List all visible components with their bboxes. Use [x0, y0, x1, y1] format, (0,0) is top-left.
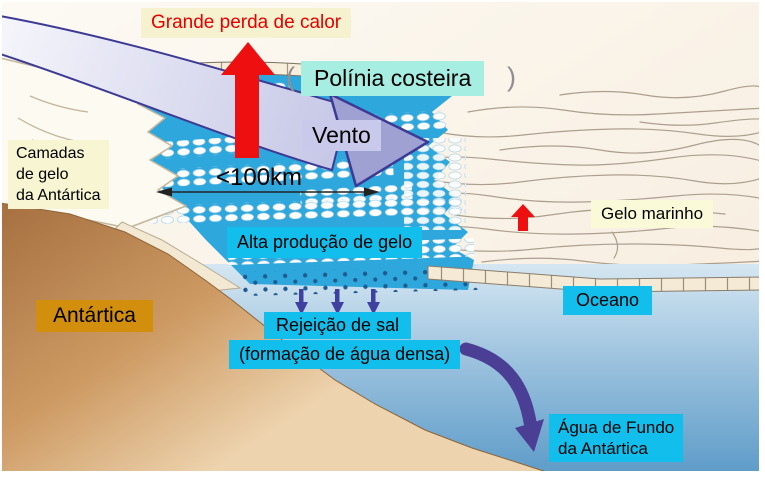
heat-loss-label: Grande perda de calor: [141, 8, 352, 39]
sea-ice-drift-arrow-icon: [511, 204, 535, 231]
dense-water-arrow-icon: [459, 342, 544, 452]
salt-rejection-label-line2: (formação de água densa): [229, 340, 461, 369]
heat-loss-arrow-icon: [221, 42, 275, 158]
salt-rejection-label-line1: Rejeição de sal: [264, 312, 412, 339]
ice-layers-line1: Camadas: [16, 145, 85, 162]
brine-sinking-arrows-icon: [295, 289, 380, 315]
ocean-label: Oceano: [563, 286, 653, 315]
distance-label: <100km: [216, 164, 303, 191]
antarctica-label: Antártica: [36, 300, 153, 333]
ice-layers-line3: da Antártica: [16, 187, 101, 204]
brine-dots: [242, 265, 483, 296]
distance-arrow-icon: [156, 187, 380, 197]
bottom-water-line2: da Antártica: [558, 439, 648, 458]
bottom-water-label: Água de Fundo da Antártica: [549, 414, 684, 462]
coastal-polynya-label: Polínia costeira: [301, 61, 485, 96]
bottom-water-line1: Água de Fundo: [558, 418, 675, 437]
polynya-paren-right: ): [507, 62, 516, 92]
ice-edge-rim-right: [427, 265, 765, 293]
polynya-paren-left: (: [286, 62, 295, 92]
wind-label: Vento: [302, 120, 381, 151]
ice-layers-line2: de gelo: [16, 166, 69, 183]
high-ice-production-label: Alta produção de gelo: [227, 227, 423, 258]
sea-ice-label: Gelo marinho: [591, 200, 714, 228]
ice-layers-label: Camadas de gelo da Antártica: [8, 140, 109, 209]
